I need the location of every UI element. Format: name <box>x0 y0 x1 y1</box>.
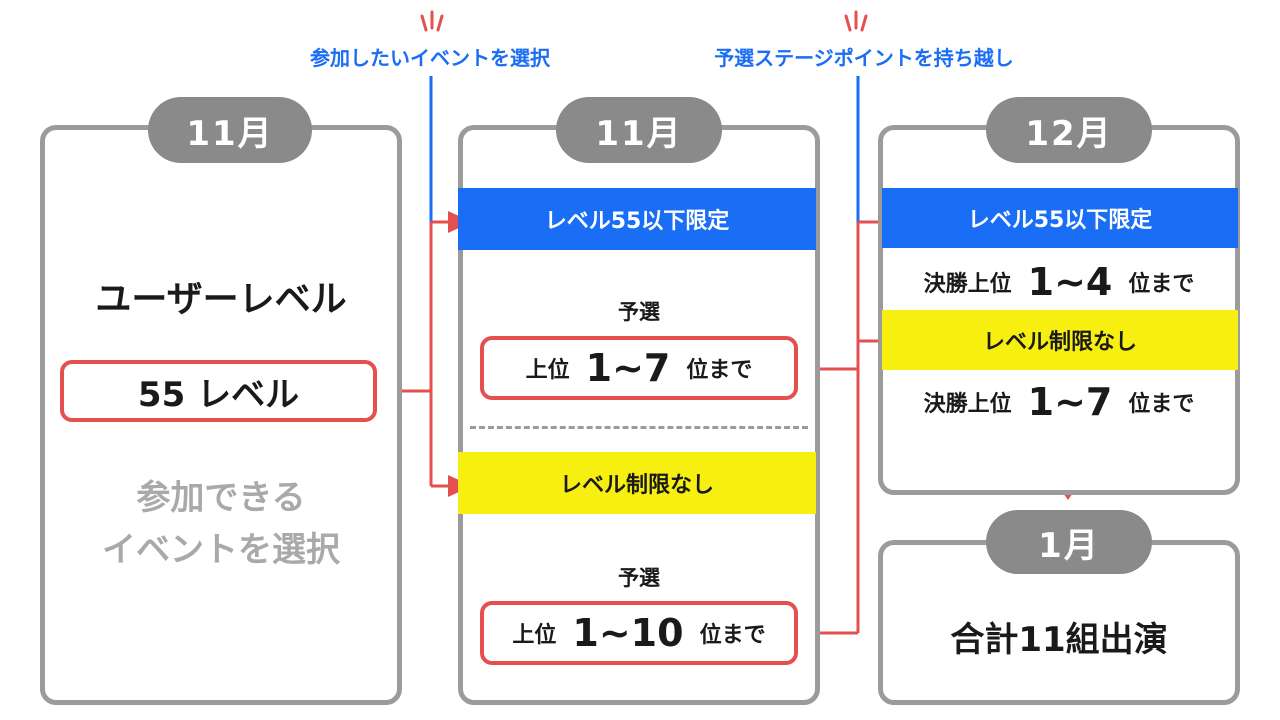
burst-mark-right <box>844 10 868 32</box>
band-level-limited-middle: レベル55以下限定 <box>458 188 816 250</box>
section-divider <box>470 426 808 429</box>
connector-prelim-to-finals <box>798 220 884 635</box>
prelim-rank-2-value: 1~10 <box>572 611 684 655</box>
prelim-rank-box-1: 上位 1~7 位まで <box>480 336 798 400</box>
burst-mark-left <box>420 10 444 32</box>
final-rank-2-suffix: 位まで <box>1128 392 1195 417</box>
month-badge-december: 12月 <box>986 97 1152 163</box>
user-level-value-box: 55 レベル <box>60 360 377 422</box>
month-badge-left: 11月 <box>148 97 312 163</box>
final-rank-2: 決勝上位 1~7 位まで <box>878 374 1240 430</box>
prelim-label-1: 予選 <box>618 300 660 324</box>
annotation-select-event: 参加したいイベントを選択 <box>310 46 550 70</box>
final-rank-1-suffix: 位まで <box>1128 272 1195 297</box>
final-rank-1: 決勝上位 1~4 位まで <box>878 254 1240 310</box>
band-level-limited-right: レベル55以下限定 <box>882 188 1238 248</box>
band-level-unlimited-right: レベル制限なし <box>882 310 1238 370</box>
prelim-rank-1-prefix: 上位 <box>525 358 570 383</box>
final-rank-2-prefix: 決勝上位 <box>923 392 1012 417</box>
annotation-carry-points: 予選ステージポイントを持ち越し <box>714 46 1014 70</box>
total-performers: 合計11組出演 <box>950 620 1168 660</box>
prelim-rank-1-suffix: 位まで <box>686 358 753 383</box>
prelim-rank-box-2: 上位 1~10 位まで <box>480 601 798 665</box>
prelim-rank-2-suffix: 位まで <box>699 623 766 648</box>
user-level-title: ユーザーレベル <box>95 279 347 320</box>
final-rank-1-prefix: 決勝上位 <box>923 272 1012 297</box>
prelim-label-2: 予選 <box>618 566 660 590</box>
final-rank-2-value: 1~7 <box>1027 380 1113 424</box>
month-badge-middle: 11月 <box>556 97 722 163</box>
month-badge-january: 1月 <box>986 510 1152 574</box>
event-select-note: 参加できる イベントを選択 <box>40 472 402 576</box>
event-select-note-line2: イベントを選択 <box>102 530 340 570</box>
prelim-rank-2-prefix: 上位 <box>512 623 557 648</box>
prelim-rank-1-value: 1~7 <box>585 346 671 390</box>
band-level-unlimited-middle: レベル制限なし <box>458 452 816 514</box>
final-rank-1-value: 1~4 <box>1027 260 1113 304</box>
event-select-note-line1: 参加できる <box>136 478 306 518</box>
